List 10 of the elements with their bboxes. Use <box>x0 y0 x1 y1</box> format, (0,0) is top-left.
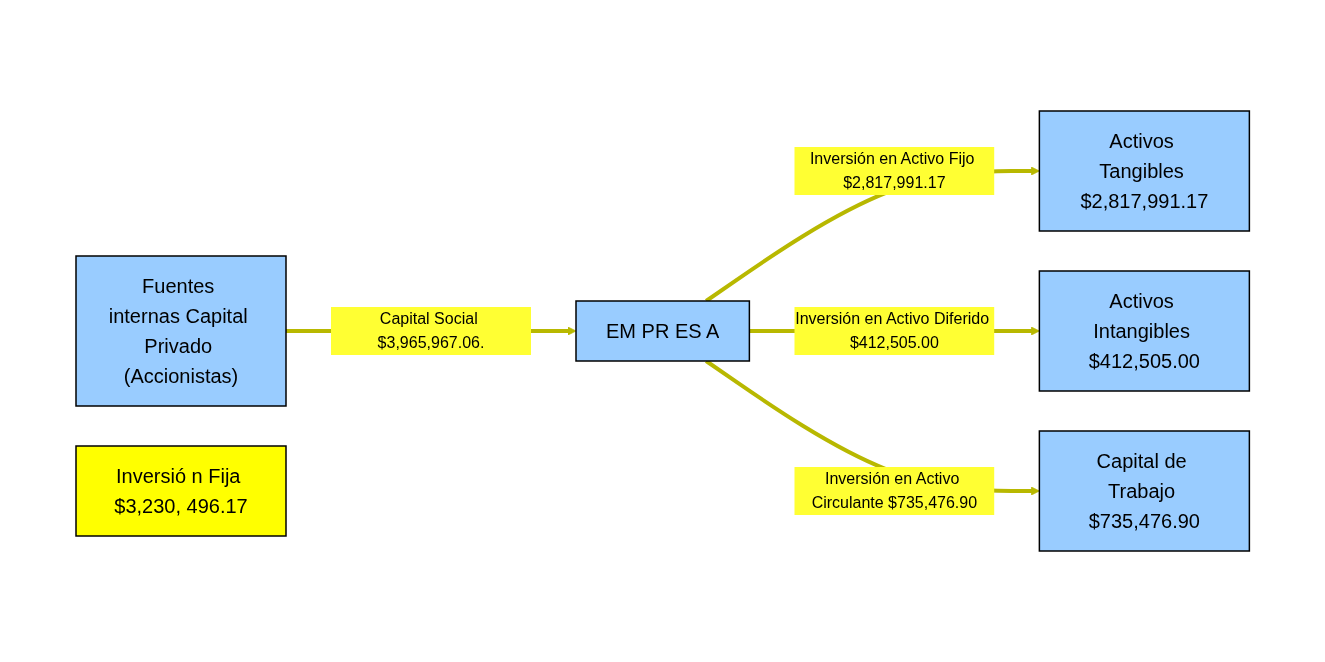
edge-label: Capital Social $3,965,967.06. <box>377 310 485 351</box>
node-box: Capital de Trabajo $735,476.90 <box>1038 430 1250 552</box>
node-box: Inversió n Fija $3,230, 496.17 <box>75 445 287 537</box>
node-box: Activos Tangibles $2,817,991.17 <box>1038 110 1250 232</box>
node-box: Activos Intangibles $412,505.00 <box>1038 270 1250 392</box>
node-box: Fuentes internas Capital Privado (Accionistas) <box>75 255 287 407</box>
edge-label: Inversión en Activo Diferido $412,505.00 <box>795 310 989 351</box>
node-box: EM PR ES A <box>575 300 750 362</box>
edge-label: Inversión en Activo Circulante $735,476.90 <box>811 470 977 511</box>
edge-label: Inversión en Activo Fijo $2,817,991.17 <box>809 150 975 191</box>
